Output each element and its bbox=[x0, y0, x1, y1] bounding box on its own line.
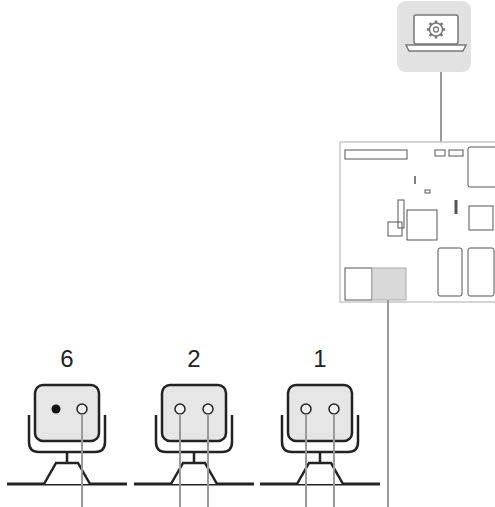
callout-number: 1 bbox=[258, 345, 382, 373]
cable bbox=[82, 300, 388, 507]
sensor-device: 1 bbox=[258, 345, 382, 490]
controller-board bbox=[340, 142, 495, 302]
callout-number: 2 bbox=[132, 345, 256, 373]
laptop-icon bbox=[397, 1, 471, 72]
sensor-device: 2 bbox=[132, 345, 256, 490]
callout-number: 6 bbox=[5, 345, 129, 373]
cable bbox=[440, 72, 442, 152]
sensor-device: 6 bbox=[5, 345, 129, 490]
